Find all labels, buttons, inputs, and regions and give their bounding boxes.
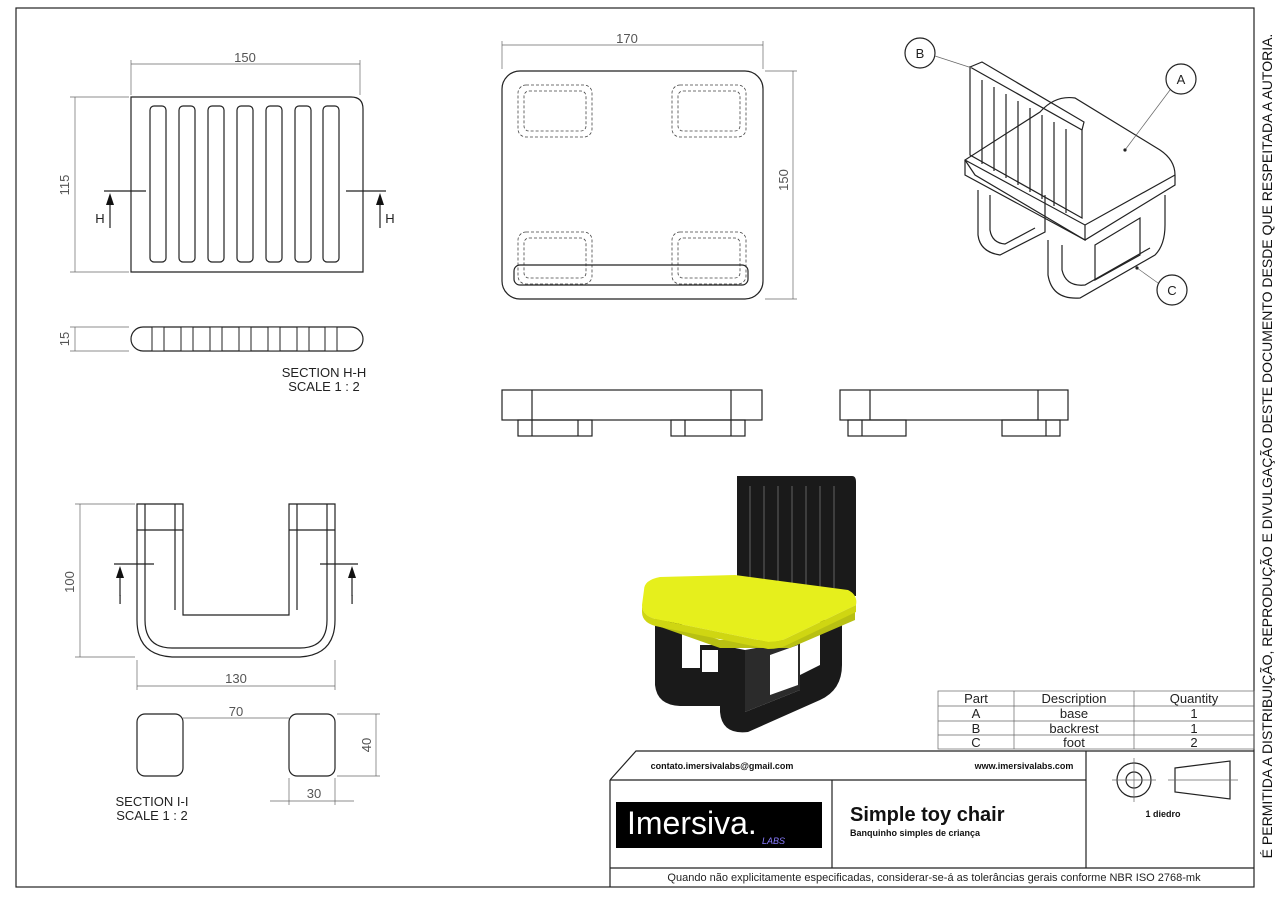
title-block: [609, 750, 1254, 887]
foot-front-view: [75, 503, 358, 690]
imersiva-logo: [616, 802, 822, 848]
website: www.imersivalabs.com: [974, 761, 1074, 771]
front-view: [501, 389, 763, 437]
balloon-b: [904, 37, 973, 69]
dim-foot-section-height: 40: [359, 738, 374, 752]
dim-foot-height: 100: [62, 571, 77, 593]
logo-sub: LABS: [762, 836, 785, 846]
projection-label: 1 diedro: [1145, 809, 1181, 819]
bom-header-quantity: Quantity: [1170, 691, 1219, 706]
bom-cell: B: [972, 721, 981, 736]
bom-header-description: Description: [1041, 691, 1106, 706]
section-ii-scale: SCALE 1 : 2: [116, 808, 188, 823]
balloon-a: [1123, 63, 1197, 152]
bom-cell: C: [971, 735, 980, 750]
section-hh-scale: SCALE 1 : 2: [288, 379, 360, 394]
logo-text: Imersiva.: [627, 805, 757, 841]
bom-cell: 1: [1190, 706, 1197, 721]
dim-section-thickness: 15: [57, 332, 72, 346]
rendered-chair: [642, 476, 857, 733]
bom-cell: base: [1060, 706, 1088, 721]
seat-top-view: [70, 60, 386, 273]
balloon-c: [1135, 266, 1188, 306]
section-mark-h-left: H: [95, 211, 104, 226]
section-mark-h-right: H: [385, 211, 394, 226]
dim-foot-width: 130: [225, 671, 247, 686]
isometric-line-view: [964, 61, 1176, 299]
drawing-subtitle: Banquinho simples de criança: [850, 828, 981, 838]
dim-bottom-width: 170: [616, 31, 638, 46]
section-hh-name: SECTION H-H: [282, 365, 367, 380]
dim-top-height: 115: [57, 175, 72, 196]
side-view: [839, 389, 1069, 437]
bom-header-part: Part: [964, 691, 988, 706]
dim-foot-section-width: 30: [307, 786, 321, 801]
bom-table: [937, 690, 1255, 750]
seat-bottom-view: [501, 41, 797, 300]
section-mark-i-left: I: [118, 592, 122, 607]
dim-bottom-height: 150: [776, 169, 791, 191]
sheet-border: [15, 7, 1255, 888]
balloon-c-label: C: [1167, 283, 1176, 298]
balloon-a-label: A: [1177, 72, 1186, 87]
balloon-b-label: B: [916, 46, 925, 61]
tolerance-note: Quando não explicitamente especificadas,…: [667, 872, 1201, 884]
section-ii-name: SECTION I-I: [116, 794, 189, 809]
bom-cell: foot: [1063, 735, 1085, 750]
dim-top-width: 150: [234, 50, 256, 65]
bom-cell: 2: [1190, 735, 1197, 750]
section-mark-i-right: I: [350, 592, 354, 607]
bom-cell: backrest: [1049, 721, 1099, 736]
drawing-title: Simple toy chair: [850, 804, 1005, 826]
bom-cell: 1: [1190, 721, 1197, 736]
bom-cell: A: [972, 706, 981, 721]
section-hh-view: [70, 326, 364, 352]
section-ii-view: [136, 713, 380, 805]
dim-foot-gap: 70: [229, 704, 243, 719]
contact-email: contato.imersivalabs@gmail.com: [651, 761, 794, 771]
side-notice: É PERMITIDA A DISTRIBUIÇÃO, REPRODUÇÃO E…: [1259, 34, 1275, 859]
